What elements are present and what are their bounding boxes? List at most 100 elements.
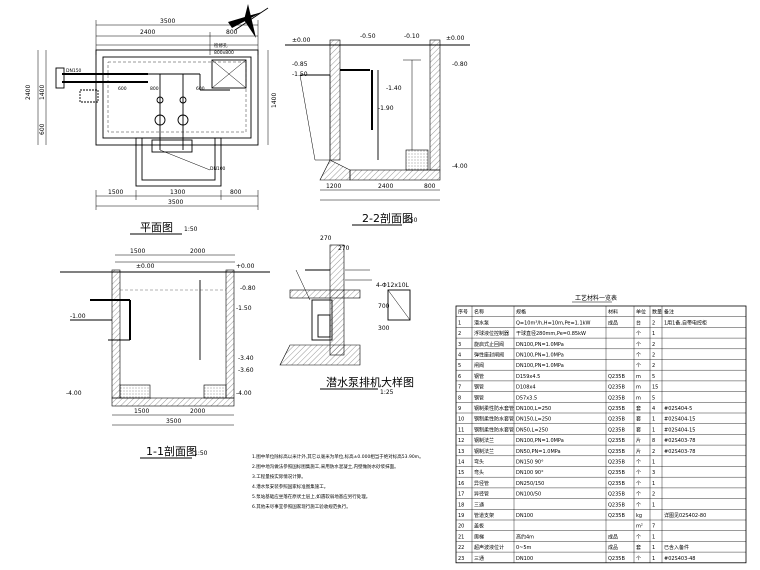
table-cell: 个 <box>636 460 641 466</box>
table-cell: 1 <box>652 331 655 337</box>
table-cell: 异径管 <box>474 491 489 498</box>
plan-note-pipe: DN100 <box>210 166 226 172</box>
s11-scale: 1:50 <box>194 450 208 457</box>
table-cell: 10 <box>458 417 464 423</box>
table-cell: 个 <box>636 492 641 498</box>
table-cell: 23 <box>458 556 464 562</box>
detail-dim-4: 300 <box>378 325 390 332</box>
pump-detail: 270 270 4-Φ12x10L 700 300 潜水泵排机大样图 1:25 <box>279 235 414 396</box>
plan-manhole-label: 检修孔 <box>214 42 228 49</box>
table-cell: 三通 <box>474 501 484 508</box>
table-cell: #02S404-15 <box>664 417 695 423</box>
plan-dim-bottom-1: 1500 <box>108 189 123 196</box>
table-cell: 个 <box>636 363 641 369</box>
table-cell: 6 <box>458 374 461 380</box>
table-cell: DN100,PN=1.0MPa <box>516 342 564 348</box>
table-cell: 21 <box>458 534 464 540</box>
table-cell: DN50,L=250 <box>516 427 548 433</box>
note-2: 2.图中地沟做法参照国标图集施工,采用防水混凝土,内壁做防水砂浆抹面。 <box>252 463 399 470</box>
table-cell: Q235B <box>608 449 625 455</box>
table-cell: DN250/150 <box>516 481 544 487</box>
table-cell: 盖板 <box>474 523 484 530</box>
table-cell: m <box>636 385 641 391</box>
table-cell: 1 <box>652 427 655 433</box>
s11-level-4: -1.00 <box>70 313 86 320</box>
table-cell: 弹性座封闸阀 <box>474 352 504 359</box>
table-cell: 22 <box>458 545 464 551</box>
s22-level-5: -1.90 <box>378 105 394 112</box>
plan-dim-top-2: 800 <box>226 29 238 36</box>
plan-dim-left-3: 600 <box>39 123 46 135</box>
s22-dim-1: 1200 <box>326 183 341 190</box>
plan-inner-dim-2: 800 <box>150 86 159 92</box>
table-cell: 3 <box>652 470 655 476</box>
table-cell: 钢制柔性防水套管 <box>474 405 514 412</box>
north-arrow-icon <box>228 4 269 38</box>
table-cell: 个 <box>636 331 641 337</box>
table-cell: 7 <box>458 385 461 391</box>
table-cell: 14 <box>458 460 464 466</box>
table-cell: DN150 90° <box>516 460 544 466</box>
table-cell: 弯头 <box>474 459 484 466</box>
table-cell: 成品 <box>608 319 618 326</box>
plan-dim-top-total: 3500 <box>160 18 175 25</box>
table-header-cell: 数量 <box>652 309 662 316</box>
table-cell: Q235B <box>608 481 625 487</box>
s22-level-9: ±0.00 <box>446 35 465 42</box>
plan-inner-dim-3: 600 <box>196 86 205 92</box>
table-cell: Q235B <box>608 385 625 391</box>
plan-dim-left-1: 2400 <box>25 85 32 100</box>
detail-scale: 1:25 <box>380 389 394 396</box>
table-cell: 1 <box>652 534 655 540</box>
table-cell: 1用1备,自带电控柜 <box>664 319 707 326</box>
table-cell: 高约4m <box>516 533 534 540</box>
s22-title: 2-2剖面图 <box>362 211 413 225</box>
table-cell: #02S404-5 <box>664 406 692 412</box>
table-cell: 成品 <box>608 533 618 540</box>
table-cell: DN100 <box>516 513 533 519</box>
table-header-cell: 备注 <box>664 309 674 316</box>
table-header-cell: 材料 <box>608 309 618 316</box>
table-cell: 异径管 <box>474 480 489 487</box>
table-cell: 1 <box>652 481 655 487</box>
table-cell: 15 <box>458 470 464 476</box>
table-cell: Q235B <box>608 470 625 476</box>
table-cell: D57x3.5 <box>516 395 537 401</box>
s22-level-10: -0.10 <box>404 33 420 40</box>
s11-dim-top-1: 1500 <box>130 248 145 255</box>
table-cell: 详图见02S402-80 <box>664 512 706 519</box>
table-header-cell: 序号 <box>458 309 468 316</box>
s11-level-2: +0.00 <box>236 263 255 270</box>
table-cell: 19 <box>458 513 464 519</box>
s22-scale: 1:50 <box>404 217 418 224</box>
table-cell: DN150,L=250 <box>516 417 551 423</box>
plan-dim-top-1: 2400 <box>140 29 155 36</box>
s11-level-3: -0.80 <box>240 285 256 292</box>
table-cell: 2 <box>652 353 655 359</box>
table-cell: 个 <box>636 481 641 487</box>
table-cell: 2 <box>652 320 655 326</box>
table-cell: kg <box>636 513 642 519</box>
table-cell: 潜水泵 <box>474 319 489 326</box>
detail-title: 潜水泵排机大样图 <box>326 375 414 389</box>
table-cell: #02S403-78 <box>664 449 695 455</box>
table-cell: 2 <box>652 363 655 369</box>
table-cell: 1 <box>652 417 655 423</box>
table-cell: 5 <box>652 374 655 380</box>
table-cell: Q235B <box>608 427 625 433</box>
plan-scale: 1:50 <box>184 226 198 233</box>
table-cell: 1 <box>652 502 655 508</box>
table-cell: 3 <box>458 342 461 348</box>
table-cell: Q235B <box>608 374 625 380</box>
table-cell: Q235B <box>608 417 625 423</box>
table-cell: 三通 <box>474 555 484 562</box>
note-3: 3.工程量按实际情况计算。 <box>252 473 306 480</box>
table-cell: 5 <box>652 395 655 401</box>
table-cell: 钢制法兰 <box>474 437 494 444</box>
table-cell: 2 <box>652 449 655 455</box>
table-cell: 4 <box>458 353 461 359</box>
table-cell: #02S404-15 <box>664 427 695 433</box>
table-cell: 片 <box>636 437 641 444</box>
note-4: 4.潜水泵安装参照国家标准图集施工。 <box>252 483 328 490</box>
plan-note-inlet: DN150 <box>66 68 82 74</box>
